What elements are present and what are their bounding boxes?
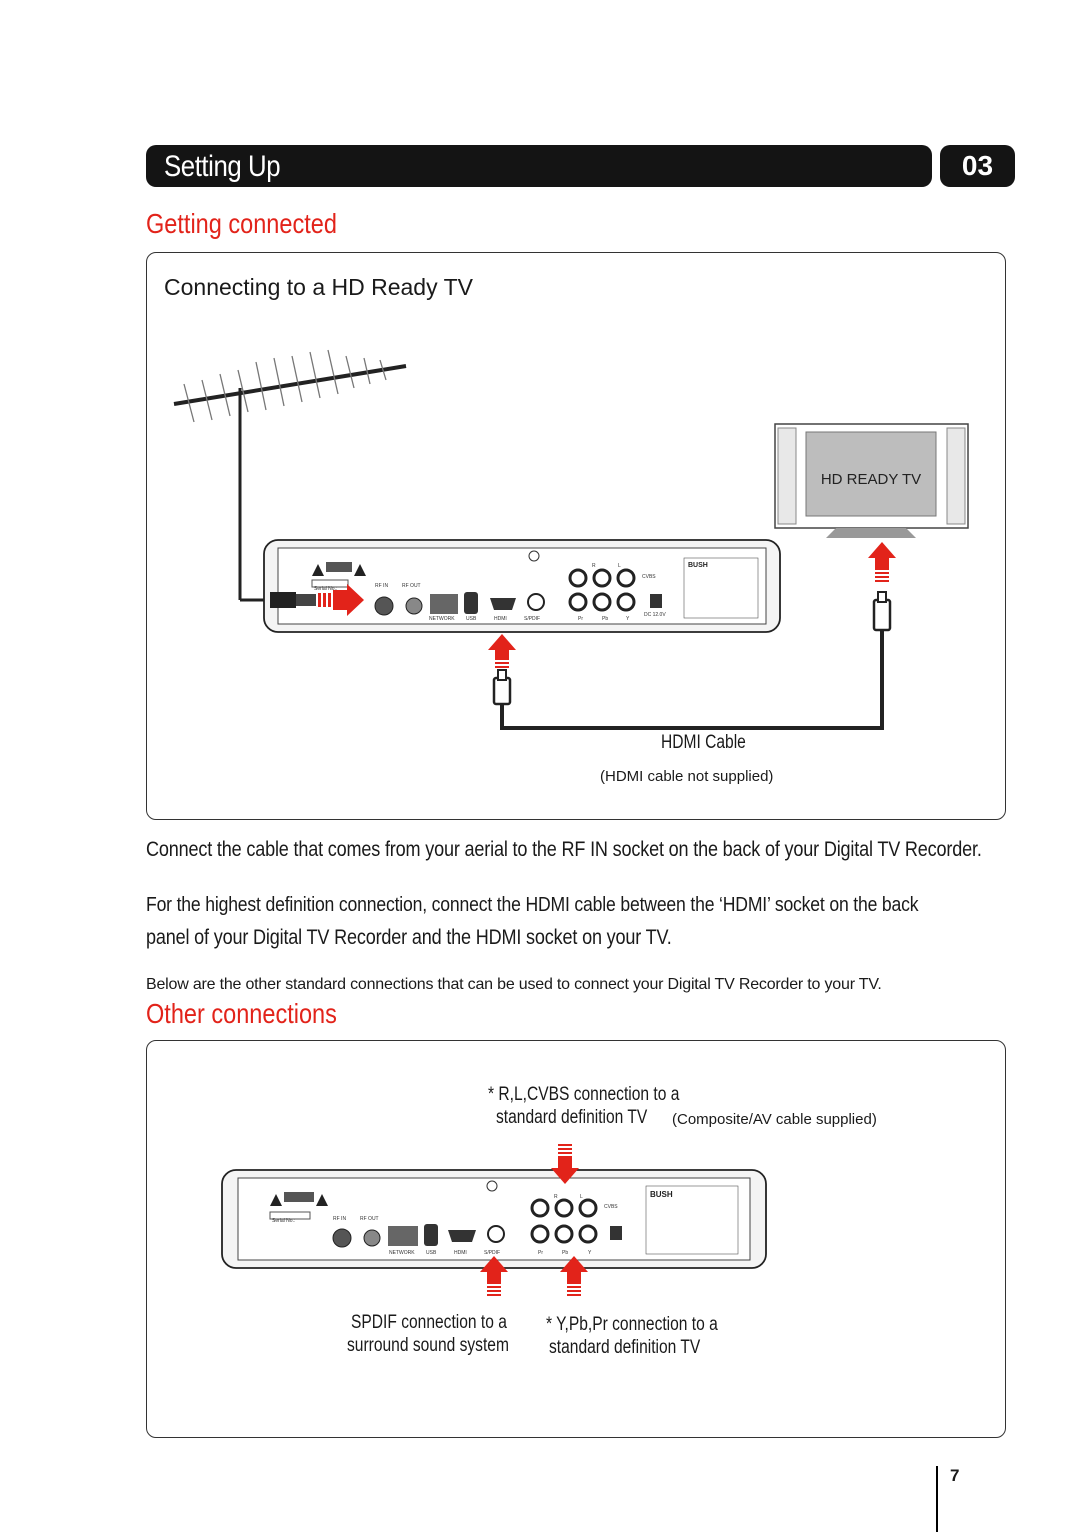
svg-text:RF OUT: RF OUT (360, 1216, 379, 1222)
svg-text:S/PDIF: S/PDIF (484, 1250, 500, 1256)
svg-text:Pb: Pb (562, 1250, 568, 1256)
svg-text:R: R (554, 1194, 558, 1200)
svg-text:CVBS: CVBS (604, 1204, 618, 1210)
aerial-icon (173, 349, 407, 602)
page-number: 7 (950, 1466, 960, 1485)
svg-text:Y: Y (588, 1250, 592, 1256)
hdmi-cable-label: HDMI Cable (661, 732, 746, 753)
svg-text:BUSH: BUSH (688, 562, 708, 569)
paragraph-hdmi-line1: For the highest definition connection, c… (146, 894, 919, 916)
svg-text:Serial No.:: Serial No.: (272, 1218, 295, 1224)
svg-text:RF IN: RF IN (333, 1216, 346, 1222)
svg-text:BUSH: BUSH (650, 1190, 673, 1199)
svg-text:S/PDIF: S/PDIF (524, 616, 540, 622)
svg-text:DC 12.0V: DC 12.0V (644, 612, 666, 618)
svg-text:NETWORK: NETWORK (389, 1250, 415, 1256)
other-connections-heading: Other connections (146, 998, 337, 1029)
other-connections-diagram: BUSH Serial No.: RF IN RF OUT NETWORK US… (221, 1144, 767, 1296)
page-number-rule (936, 1466, 938, 1532)
svg-text:Y: Y (626, 616, 630, 622)
component-arrow (560, 1256, 588, 1296)
spdif-label-line2: surround sound system (347, 1335, 509, 1356)
svg-text:HDMI: HDMI (454, 1250, 467, 1256)
component-label-line2: standard definition TV (549, 1337, 701, 1358)
svg-text:CVBS: CVBS (642, 574, 656, 580)
paragraph-rf-in: Connect the cable that comes from your a… (146, 838, 982, 861)
svg-text:Pr: Pr (578, 616, 583, 622)
composite-label-line2: standard definition TV (496, 1107, 648, 1128)
composite-label-line1: * R,L,CVBS connection to a (488, 1084, 680, 1105)
hd-ready-tv: HD READY TV (774, 423, 969, 538)
composite-arrow (551, 1144, 579, 1184)
paragraph-hdmi-line2: panel of your Digital TV Recorder and th… (146, 926, 672, 949)
svg-text:L: L (580, 1194, 583, 1200)
hdmi-recorder-arrow (488, 634, 516, 668)
svg-text:R: R (592, 563, 596, 569)
recorder-back-panel: BUSH Serial No.: RF IN RF OUT NETWORK US… (263, 539, 781, 633)
hdmi-cable (500, 630, 884, 730)
recorder-back-panel-2: BUSH Serial No.: RF IN RF OUT NETWORK US… (221, 1169, 767, 1269)
tv-label: HD READY TV (821, 471, 921, 488)
svg-text:NETWORK: NETWORK (429, 616, 455, 622)
svg-text:Serial No.:: Serial No.: (314, 586, 337, 592)
svg-text:Pr: Pr (538, 1250, 543, 1256)
hd-ready-connection-diagram: HD READY TV BUSH Serial No.: RF IN RF OU… (173, 349, 969, 730)
spdif-arrow (480, 1256, 508, 1296)
svg-text:L: L (618, 563, 621, 569)
svg-text:USB: USB (466, 616, 477, 622)
hdmi-tv-arrow (868, 542, 896, 582)
panel-title: Connecting to a HD Ready TV (164, 274, 473, 300)
svg-text:USB: USB (426, 1250, 437, 1256)
svg-text:HDMI: HDMI (494, 616, 507, 622)
section-header-bar (146, 145, 932, 187)
getting-connected-heading: Getting connected (146, 208, 337, 239)
component-label-line1: * Y,Pb,Pr connection to a (546, 1314, 718, 1335)
hdmi-cable-note: (HDMI cable not supplied) (600, 768, 774, 785)
spdif-label-line1: SPDIF connection to a (351, 1312, 507, 1333)
composite-note: (Composite/AV cable supplied) (672, 1111, 877, 1128)
paragraph-other-connections: Below are the other standard connections… (146, 976, 882, 993)
rf-in-arrow (318, 584, 364, 616)
svg-text:RF IN: RF IN (375, 583, 388, 589)
svg-text:RF OUT: RF OUT (402, 583, 421, 589)
svg-text:Pb: Pb (602, 616, 608, 622)
chapter-number: 03 (940, 145, 1015, 187)
section-title: Setting Up (164, 150, 281, 183)
